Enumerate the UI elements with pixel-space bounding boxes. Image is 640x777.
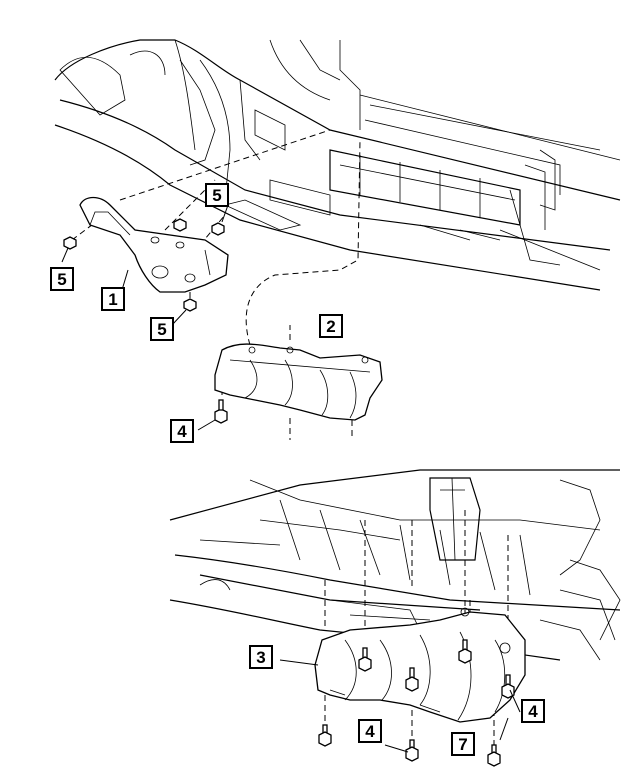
- callout-7: 7: [451, 732, 475, 756]
- bolt-icon: [405, 667, 419, 692]
- nut-icon: [63, 236, 77, 250]
- callout-label: 5: [157, 320, 166, 339]
- bottom-fasteners: [318, 639, 515, 767]
- callout-3: 3: [249, 645, 273, 669]
- callout-label: 7: [458, 735, 467, 754]
- bolt-icon: [214, 399, 228, 424]
- nut-icon: [211, 222, 225, 236]
- callout-2: 2: [319, 314, 343, 338]
- nut-icon: [183, 298, 197, 312]
- callout-1: 1: [101, 287, 125, 311]
- callout-5-lower: 5: [150, 317, 174, 341]
- bolt-icon: [501, 674, 515, 699]
- bolt-icon: [318, 724, 332, 747]
- callout-label: 5: [57, 270, 66, 289]
- top-fasteners: [63, 218, 228, 424]
- callout-label: 4: [528, 702, 538, 721]
- bolt-icon: [487, 744, 501, 767]
- bolt-icon: [358, 647, 372, 672]
- callout-4-right: 4: [521, 699, 545, 723]
- callout-5-left: 5: [50, 267, 74, 291]
- callout-4-lower: 4: [358, 719, 382, 743]
- part-1-bracket: [79, 196, 229, 293]
- bolt-icon: [458, 639, 472, 664]
- callout-label: 5: [212, 186, 221, 205]
- nut-icon: [173, 218, 187, 232]
- callout-label: 4: [177, 422, 187, 441]
- callout-5-upper: 5: [205, 183, 229, 207]
- callout-label: 3: [256, 648, 265, 667]
- bolt-icon: [405, 739, 419, 762]
- callout-4-top: 4: [170, 419, 194, 443]
- leader-lines: [61, 204, 521, 753]
- part-2-heat-shield: [214, 343, 383, 421]
- part-3-heat-shield: [314, 607, 526, 723]
- callout-label: 1: [108, 290, 117, 309]
- top-underbody-frame: [54, 39, 621, 291]
- callout-label: 4: [365, 722, 375, 741]
- bottom-underbody-frame: [169, 469, 621, 661]
- callout-label: 2: [326, 317, 335, 336]
